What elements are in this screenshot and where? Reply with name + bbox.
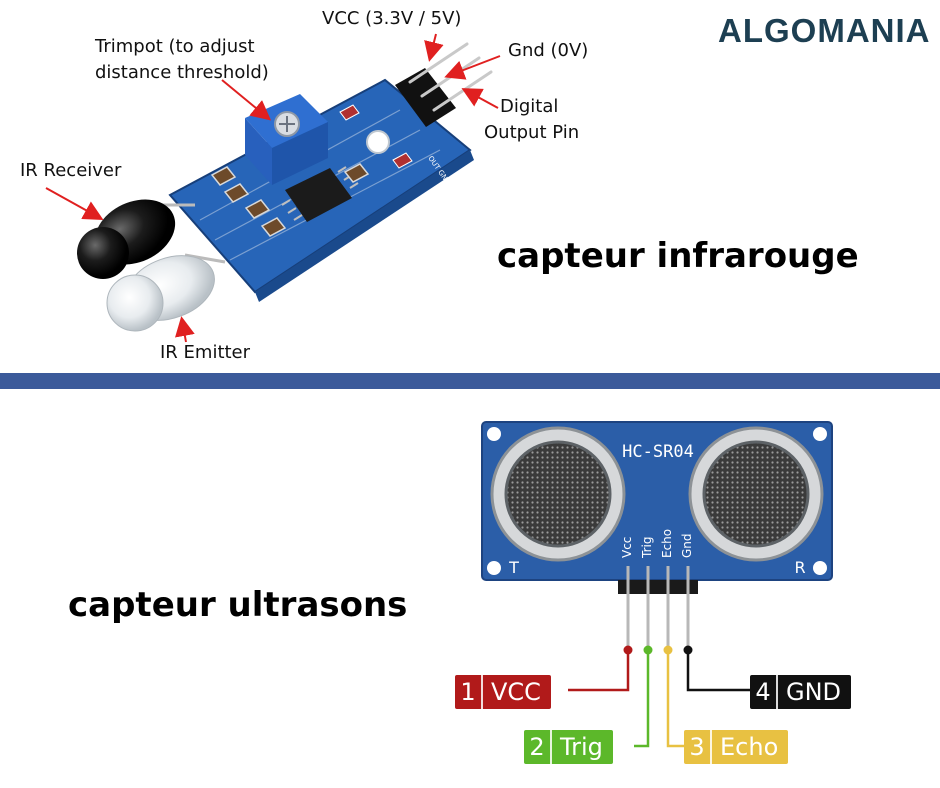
pin-label-gnd: 4 GND: [750, 675, 852, 709]
ir-sensor-title: capteur infrarouge: [497, 236, 859, 276]
transducer-right: [688, 426, 824, 562]
pin-name: Echo: [720, 733, 779, 761]
ir-sensor-illustration: MH-B OUT GND VCC: [45, 33, 501, 343]
hc-sr04-illustration: HC-SR04 T R Vcc Trig Echo Gnd: [481, 421, 833, 748]
pin-label-echo: 3 Echo: [684, 730, 789, 764]
pin-wires: [568, 650, 750, 748]
label-trimpot-line1: Trimpot (to adjust: [95, 36, 255, 57]
brand-logo: ALGOMANIA: [718, 12, 931, 49]
ir-board-model: MH-B: [369, 61, 392, 79]
transducer-left: [490, 426, 626, 562]
trimpot: [245, 94, 328, 185]
label-ir-receiver: IR Receiver: [20, 160, 122, 181]
label-vcc: VCC (3.3V / 5V): [322, 8, 462, 29]
silk-trig: Trig: [640, 537, 654, 559]
ultrasonic-sensor-title: capteur ultrasons: [68, 585, 408, 625]
pin-number: 3: [684, 730, 712, 764]
label-digital-line1: Digital: [500, 96, 559, 117]
ir-annotation-arrows: [45, 33, 501, 343]
ir-pcb-board: MH-B OUT GND VCC: [168, 42, 493, 302]
mounting-holes: [487, 427, 827, 575]
silk-echo: Echo: [660, 529, 674, 558]
pin-number: 4: [750, 675, 778, 709]
pin-label-vcc: 1 VCC: [455, 675, 551, 709]
pin-silk-labels: Vcc Trig Echo Gnd: [620, 529, 694, 559]
silk-vcc: Vcc: [620, 537, 634, 558]
section-divider: [0, 373, 940, 389]
pin-label-trig: 2 Trig: [524, 730, 613, 764]
pin-header: [618, 580, 698, 594]
label-ir-emitter: IR Emitter: [160, 342, 251, 363]
pin-number: 1: [455, 675, 483, 709]
transducer-left-label: T: [508, 558, 519, 577]
ir-receiver-led: [77, 199, 195, 279]
pin-name: GND: [786, 678, 842, 706]
pin-name: Trig: [560, 733, 603, 761]
label-digital-line2: Output Pin: [484, 122, 580, 143]
module-name: HC-SR04: [622, 442, 694, 462]
pin-name: VCC: [491, 678, 541, 706]
label-trimpot-line2: distance threshold): [95, 62, 269, 83]
silk-gnd: Gnd: [680, 533, 694, 558]
ir-emitter-led: [106, 253, 226, 332]
pin-number: 2: [524, 730, 552, 764]
transducer-right-label: R: [794, 558, 805, 577]
label-gnd: Gnd (0V): [508, 40, 589, 61]
pin-dots: [623, 645, 693, 655]
